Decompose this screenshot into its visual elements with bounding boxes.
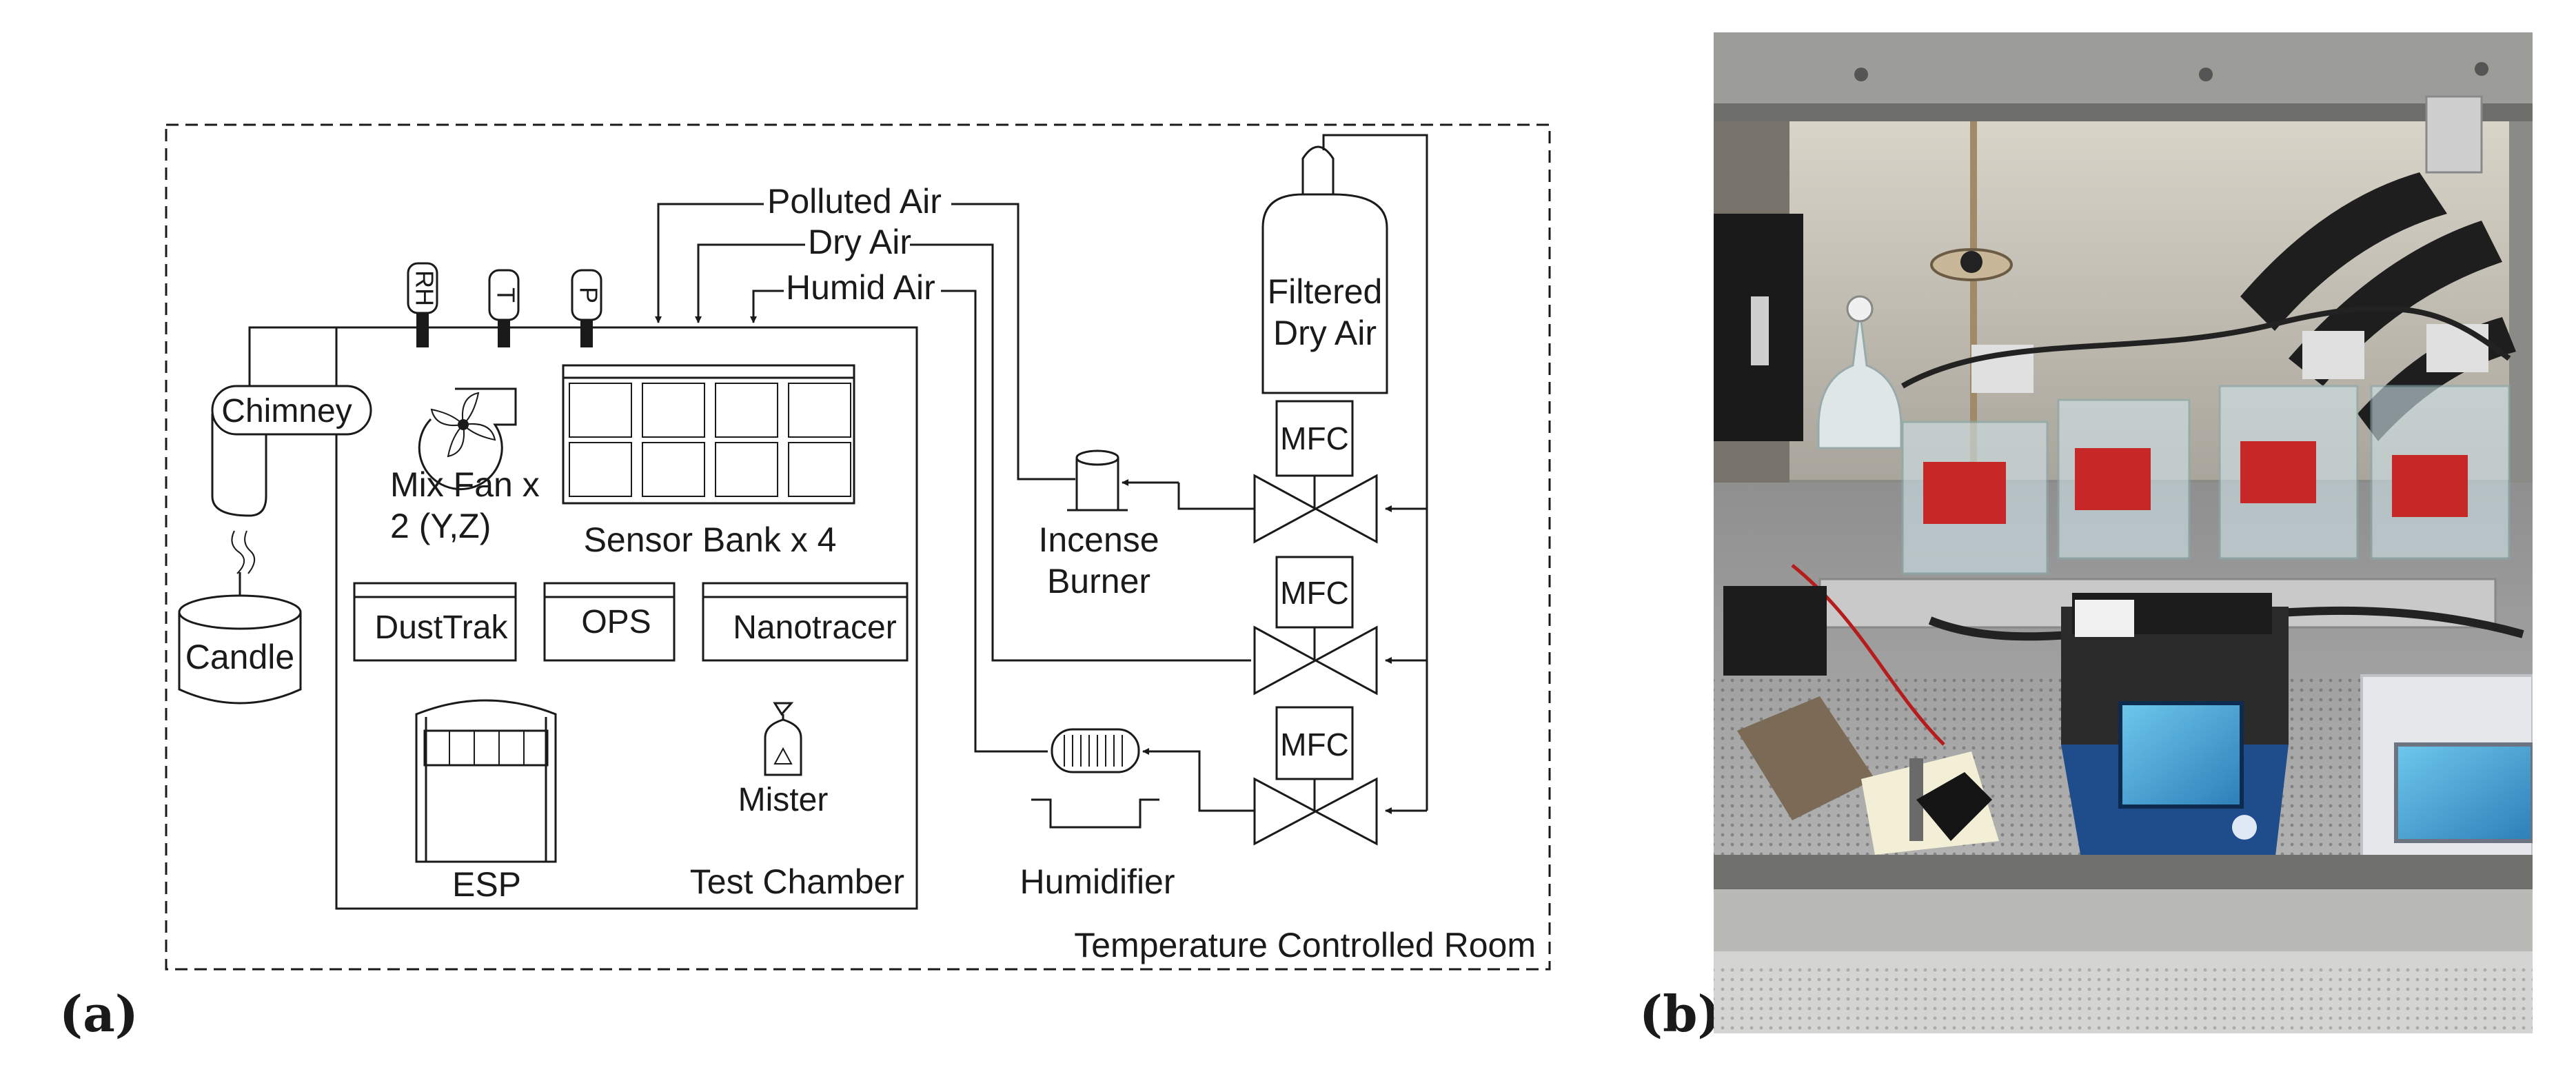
candle-label: Candle — [185, 638, 294, 676]
dusttrak-instrument: DustTrak — [353, 582, 517, 662]
dusttrak-label: DustTrak — [375, 609, 509, 646]
tank-label-line1: Filtered — [1268, 272, 1383, 311]
sensor-bank-label: Sensor Bank x 4 — [584, 520, 837, 559]
ops-label: OPS — [581, 604, 651, 640]
nanotracer-label: Nanotracer — [733, 609, 896, 646]
fan-label-line1: Mix Fan x — [390, 465, 540, 504]
gauge-rh-label: RH — [410, 270, 438, 306]
humidifier: Humidifier — [1020, 728, 1175, 901]
temperature-controlled-room — [165, 123, 1551, 971]
mfc-1: MFC — [1253, 400, 1378, 544]
dry-air-line: Dry Air — [695, 223, 1251, 662]
tank-label-line2: Dry Air — [1273, 314, 1377, 352]
burner-label-line1: Incense — [1038, 520, 1159, 559]
panel-b-photo — [1714, 32, 2533, 1033]
gauge-p: P — [571, 269, 602, 347]
chimney-label: Chimney — [221, 393, 352, 429]
mfc-2-label: MFC — [1280, 575, 1349, 611]
filtered-dry-air-tank: Filtered Dry Air — [1261, 145, 1388, 394]
mister-label: Mister — [738, 782, 829, 818]
gauge-t-label: T — [491, 287, 520, 303]
esp-device: ESP — [415, 699, 557, 904]
mfc-3-label: MFC — [1280, 727, 1349, 762]
room-label: Temperature Controlled Room — [1074, 926, 1536, 964]
candle: Candle — [178, 594, 302, 705]
mix-fan-icon — [418, 387, 517, 491]
test-chamber — [335, 326, 918, 910]
humid-air-label: Humid Air — [786, 268, 935, 307]
ops-instrument: OPS — [543, 582, 676, 662]
gauge-t: T — [488, 269, 520, 347]
chimney: Chimney — [211, 326, 372, 517]
polluted-air-line: Polluted Air — [655, 182, 1075, 480]
mister-icon: Mister — [738, 702, 829, 818]
dry-air-label: Dry Air — [808, 223, 911, 261]
fan-label-line2: 2 (Y,Z) — [390, 507, 491, 545]
gauge-rh: RH — [407, 262, 438, 347]
burner-label-line2: Burner — [1047, 562, 1150, 600]
polluted-air-label: Polluted Air — [767, 182, 942, 221]
panel-a-schematic: Temperature Controlled Room Test Chamber… — [165, 123, 1551, 971]
humid-air-line: Humid Air — [750, 268, 1048, 753]
nanotracer-instrument: Nanotracer — [702, 582, 909, 662]
mfc-3: MFC — [1253, 706, 1378, 846]
humidifier-label: Humidifier — [1020, 862, 1175, 901]
gauge-p-label: P — [574, 287, 602, 303]
smoke-icon — [231, 530, 256, 600]
chamber-label: Test Chamber — [690, 862, 904, 901]
sensor-bank: Sensor Bank x 4 — [562, 364, 855, 559]
supply-manifold — [1322, 134, 1428, 811]
panel-b-label: (b) — [1639, 984, 1721, 1043]
panel-a-label: (a) — [59, 984, 139, 1043]
incense-burner: Incense Burner — [1038, 449, 1159, 600]
mfc-1-label: MFC — [1280, 421, 1349, 456]
mfc-2: MFC — [1253, 556, 1378, 696]
esp-label: ESP — [452, 865, 521, 904]
